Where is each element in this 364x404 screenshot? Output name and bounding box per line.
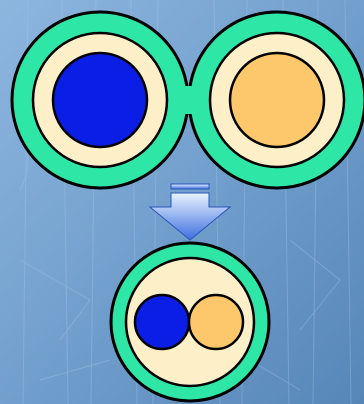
- cell-right: [189, 12, 364, 188]
- cell-right-orange-core: [230, 53, 324, 147]
- down-arrow-cap: [171, 184, 209, 189]
- merged-cell-blue-core: [135, 295, 189, 349]
- cell-left: [12, 12, 188, 188]
- merged-cell: [111, 243, 269, 401]
- cell-junction: [184, 86, 192, 114]
- merged-cell-orange-core: [189, 295, 243, 349]
- cell-left-blue-core: [53, 53, 147, 147]
